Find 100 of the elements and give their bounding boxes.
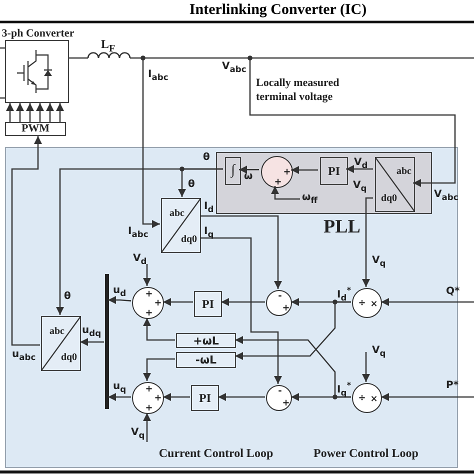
signal-label: V$_{abc}$ (222, 62, 246, 74)
signal-label: u$_{abc}$ (12, 350, 36, 362)
signal-label: V$_{abc}$ (434, 190, 458, 202)
arrow (143, 413, 151, 442)
block-label: PWM (21, 124, 50, 134)
arrow (346, 165, 373, 173)
frame-label: abc (396, 167, 412, 177)
signal-label: u$_{d}$ (113, 286, 126, 298)
arrow (108, 296, 132, 304)
arrow (291, 166, 318, 174)
arrow (271, 186, 300, 200)
sign-symbol: ÷ (358, 300, 366, 308)
signal-label: u$_{q}$ (113, 382, 126, 394)
divider-multiplier (352, 288, 382, 318)
bus-bar (105, 274, 109, 409)
arrow (6, 103, 14, 122)
block-label: PI (328, 165, 340, 177)
arrow (26, 103, 34, 122)
sign-symbol: - (278, 292, 282, 302)
signal-label: V$_{d}$ (133, 254, 147, 266)
arrow (200, 215, 282, 289)
sign-symbol: + (145, 290, 153, 300)
sign-symbol: + (145, 404, 153, 414)
arrow (218, 393, 265, 401)
arrow (235, 301, 351, 360)
signal-label: ω$_{ff}$ (302, 193, 318, 204)
summing-junction (132, 287, 164, 319)
abc-dq0-transform (375, 157, 415, 212)
signal-label: u$_{dq}$ (82, 326, 102, 338)
gain-label: -ωL (195, 354, 217, 366)
frame-label: dq0 (60, 353, 78, 363)
note-text: Locally measured terminal voltage (256, 77, 340, 104)
inductor-label: L$_{F}$ (101, 38, 116, 54)
integrator-block (225, 157, 241, 185)
signal-label: I$_{abc}$ (148, 70, 168, 82)
frame-label: dq0 (180, 235, 198, 245)
sign-symbol: + (154, 394, 162, 404)
arrow (16, 103, 24, 122)
arrow (142, 58, 160, 228)
sign-symbol: + (282, 400, 290, 408)
abc-dq0-transform (41, 316, 81, 371)
arrow (235, 336, 351, 398)
summing-junction (266, 385, 292, 411)
sign-symbol: × (370, 396, 378, 404)
signal-label: θ (188, 180, 195, 190)
arrow (239, 166, 259, 174)
signal-label: V$_{q}$ (353, 181, 367, 192)
arrow (362, 352, 370, 382)
signal-label: V$_{d}$ (354, 158, 368, 170)
pi-controller (191, 385, 219, 411)
signal-label: I$_{d}$ (204, 202, 214, 214)
block-title: 3-ph Converter (2, 28, 74, 40)
arrow (163, 298, 193, 306)
sign-symbol: + (274, 178, 282, 188)
arrow (108, 393, 131, 401)
arrow (143, 358, 175, 381)
arrow (56, 168, 223, 315)
frame-label: abc (170, 209, 184, 219)
summing-junction (266, 290, 292, 316)
sign-symbol: ÷ (358, 394, 366, 404)
diagram-title: Interlinking Converter (IC) (189, 3, 367, 18)
sign-symbol: × (370, 300, 378, 310)
pwm-block (5, 122, 66, 136)
sign-symbol: + (145, 310, 153, 318)
sign-symbol: + (283, 168, 291, 178)
control-panel (5, 147, 458, 468)
summing-junction (261, 156, 293, 188)
loop-title: Current Control Loop (158, 447, 274, 459)
arrow (80, 338, 104, 346)
arrow (143, 318, 175, 341)
signal-label: P* (446, 381, 459, 391)
integral-symbol: ∫ (231, 164, 235, 178)
frame-label: dq0 (380, 194, 398, 204)
signal-label: θ (64, 292, 71, 302)
abc-dq0-transform (161, 198, 201, 253)
block-label: PI (199, 392, 211, 404)
sign-symbol: + (282, 304, 290, 314)
arrow (362, 197, 373, 287)
arrow (163, 393, 190, 401)
block-title: PLL (324, 218, 360, 236)
signal-label: Q* (446, 287, 460, 297)
arrow (221, 298, 265, 306)
arrow (200, 237, 282, 384)
signal-label: V$_{q}$ (131, 428, 145, 440)
pi-controller (320, 157, 348, 185)
summing-junction (132, 382, 164, 414)
arrow (381, 298, 474, 306)
arrow (249, 58, 456, 187)
sign-symbol: + (145, 386, 153, 394)
arrow (381, 393, 474, 401)
arrow (36, 103, 44, 122)
frame-label: abc (50, 327, 64, 337)
signal-label: V$_{q}$ (372, 346, 386, 358)
signal-label: θ (203, 153, 210, 163)
pi-controller (194, 291, 222, 317)
signal-label: V$_{q}$ (372, 256, 386, 268)
arrow (143, 264, 151, 286)
sign-symbol: - (278, 388, 282, 396)
signal-label: ω (244, 172, 253, 182)
signal-label: I$_{q}$ (204, 227, 214, 238)
